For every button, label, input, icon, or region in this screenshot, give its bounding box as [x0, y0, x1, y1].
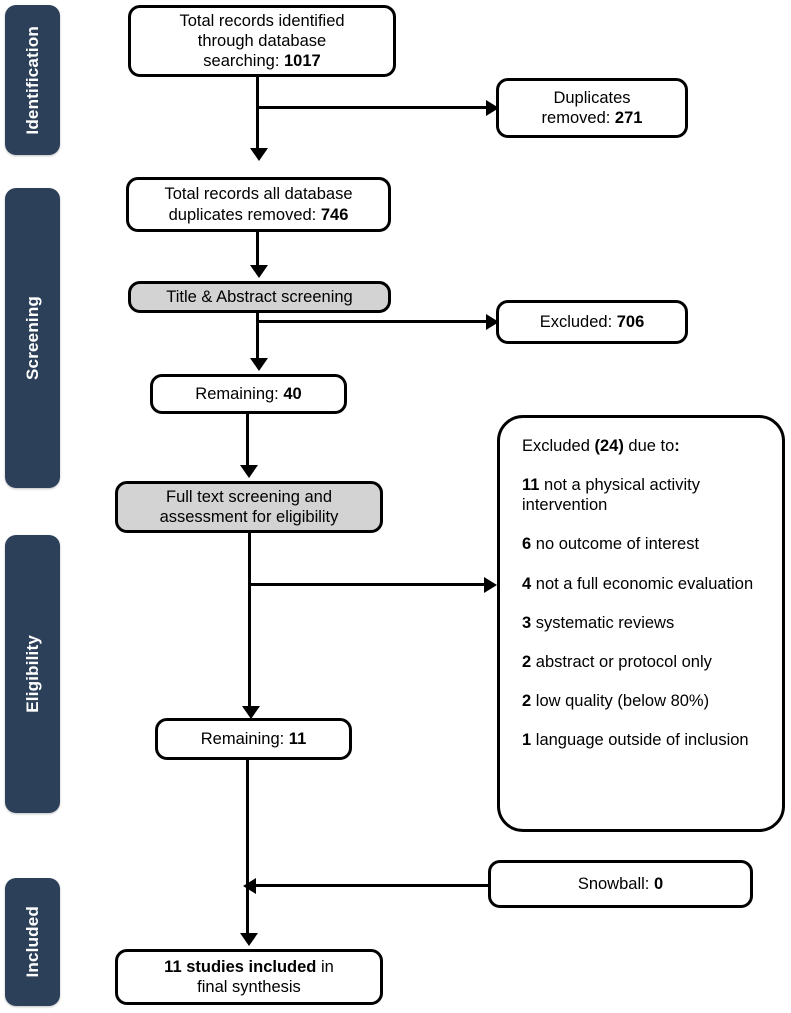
excluded-reason-count: 11: [522, 476, 540, 495]
excluded-screening-text: Excluded: 706: [540, 312, 645, 332]
excluded-reason-count: 1: [522, 731, 532, 749]
excluded-reasons-heading-colon: :: [674, 437, 680, 455]
excluded-reason-text: not a physical activity intervention: [522, 476, 700, 515]
stage-bar-included: Included: [5, 878, 60, 1006]
remaining-after-full-text-count: 11: [288, 729, 307, 748]
included-final-line1: 11 studies included in: [164, 957, 334, 977]
dedup-total-line1: Total records all database: [164, 185, 353, 204]
arrowhead-remaining11-to-included: [240, 933, 258, 946]
arrowhead-identified-to-dedup: [250, 148, 268, 161]
arrowhead-snowball-to-flow: [243, 878, 256, 894]
records-identified-count: 1017: [284, 52, 321, 71]
excluded-reason-text: not a full economic evaluation: [531, 574, 754, 593]
title-abstract-screening-label: Title & Abstract screening: [166, 287, 353, 306]
connector-identified-to-dedup: [256, 77, 259, 150]
snowball-prefix: Snowball:: [577, 874, 654, 893]
records-identified-line3-prefix: searching:: [203, 52, 284, 71]
connector-to-excluded-screening: [256, 320, 488, 323]
excluded-reasons-total-count: (24): [594, 437, 624, 455]
connector-snowball-to-flow: [252, 884, 490, 887]
remaining-after-full-text-text: Remaining: 11: [201, 729, 307, 749]
connector-remaining11-to-included: [246, 760, 249, 940]
duplicates-removed-count: 271: [614, 109, 643, 127]
duplicates-removed-line1: Duplicates: [553, 88, 631, 107]
included-final-line1-rest: in: [316, 957, 334, 976]
stage-label-identification: Identification: [22, 25, 42, 135]
excluded-reason-count: 2: [522, 652, 532, 671]
node-duplicates-removed: Duplicates removed: 271: [496, 78, 688, 138]
excluded-reason-text: systematic reviews: [531, 613, 675, 632]
excluded-reason-text: language outside of inclusion: [531, 731, 749, 749]
connector-dedup-to-screening: [256, 232, 259, 274]
node-remaining-after-full-text: Remaining: 11: [155, 718, 352, 760]
excluded-reason-item: 3 systematic reviews: [522, 613, 764, 633]
connector-remaining40-to-fulltext: [246, 414, 249, 472]
excluded-reason-count: 4: [522, 574, 532, 593]
remaining-after-screening-count: 40: [283, 384, 302, 403]
node-remaining-after-screening: Remaining: 40: [150, 374, 347, 414]
connector-to-excluded-reasons: [248, 583, 488, 586]
node-title-abstract-screening: Title & Abstract screening: [128, 281, 391, 313]
excluded-reason-text: no outcome of interest: [531, 535, 700, 554]
excluded-reason-count: 2: [522, 691, 532, 710]
records-identified-line3: searching: 1017: [203, 51, 320, 71]
remaining-after-screening-prefix: Remaining:: [195, 384, 284, 403]
stage-label-eligibility: Eligibility: [22, 635, 42, 713]
arrowhead-dedup-to-screening: [250, 265, 268, 278]
arrowhead-to-duplicates-removed: [486, 100, 499, 116]
stage-label-included: Included: [22, 906, 42, 978]
excluded-reasons-heading-suffix: due to: [623, 437, 675, 455]
excluded-reason-item: 2 abstract or protocol only: [522, 652, 764, 672]
excluded-reason-count: 6: [522, 535, 532, 554]
stage-bar-eligibility: Eligibility: [5, 535, 60, 813]
excluded-reasons-heading: Excluded (24) due to:: [522, 436, 764, 456]
excluded-reason-item: 4 not a full economic evaluation: [522, 574, 764, 594]
node-excluded-screening: Excluded: 706: [496, 300, 688, 344]
excluded-screening-prefix: Excluded:: [539, 312, 617, 331]
stage-bar-identification: Identification: [5, 5, 60, 155]
snowball-count: 0: [653, 874, 664, 893]
included-final-count-label: 11 studies included: [164, 957, 317, 976]
node-records-identified: Total records identified through databas…: [128, 5, 396, 77]
records-identified-line1: Total records identified: [179, 11, 345, 30]
snowball-text: Snowball: 0: [578, 874, 663, 894]
full-text-screening-line2: assessment for eligibility: [159, 508, 339, 526]
included-final-line2: final synthesis: [197, 978, 301, 996]
records-identified-line2: through database: [197, 31, 327, 50]
excluded-reason-item: 1 language outside of inclusion: [522, 730, 764, 750]
connector-to-duplicates-removed: [256, 106, 488, 109]
excluded-reason-count: 3: [522, 613, 532, 632]
duplicates-removed-line2: removed: 271: [542, 108, 643, 128]
remaining-after-full-text-prefix: Remaining:: [200, 729, 289, 748]
excluded-reason-text: low quality (below 80%): [531, 691, 710, 710]
stage-bar-screening: Screening: [5, 188, 60, 488]
excluded-reasons-heading-prefix: Excluded: [522, 437, 595, 455]
stage-label-screening: Screening: [22, 296, 42, 380]
arrowhead-to-excluded-screening: [486, 314, 499, 330]
node-snowball: Snowball: 0: [488, 860, 753, 908]
dedup-total-line2: duplicates removed: 746: [169, 205, 349, 225]
arrowhead-screening-to-remaining40: [250, 358, 268, 371]
remaining-after-screening-text: Remaining: 40: [195, 384, 301, 404]
excluded-reason-text: abstract or protocol only: [531, 652, 712, 671]
connector-fulltext-to-remaining11: [248, 533, 251, 713]
arrowhead-remaining40-to-fulltext: [240, 465, 258, 478]
excluded-reason-item: 2 low quality (below 80%): [522, 691, 764, 711]
node-included-final: 11 studies included in final synthesis: [115, 949, 383, 1005]
excluded-screening-count: 706: [616, 312, 645, 331]
dedup-total-count: 746: [320, 205, 349, 224]
arrowhead-to-excluded-reasons: [484, 577, 497, 593]
connector-screening-to-remaining40: [256, 313, 259, 365]
duplicates-removed-prefix: removed:: [541, 109, 615, 127]
node-full-text-screening: Full text screening and assessment for e…: [115, 481, 383, 533]
excluded-reason-item: 11 not a physical activity intervention: [522, 475, 764, 515]
excluded-reason-item: 6 no outcome of interest: [522, 534, 764, 554]
node-duplicates-removed-total: Total records all database duplicates re…: [126, 177, 391, 232]
dedup-total-prefix: duplicates removed:: [168, 205, 321, 224]
full-text-screening-line1: Full text screening and: [165, 487, 332, 506]
node-excluded-reasons: Excluded (24) due to: 11 not a physical …: [497, 415, 785, 832]
arrowhead-fulltext-to-remaining11: [242, 706, 260, 719]
